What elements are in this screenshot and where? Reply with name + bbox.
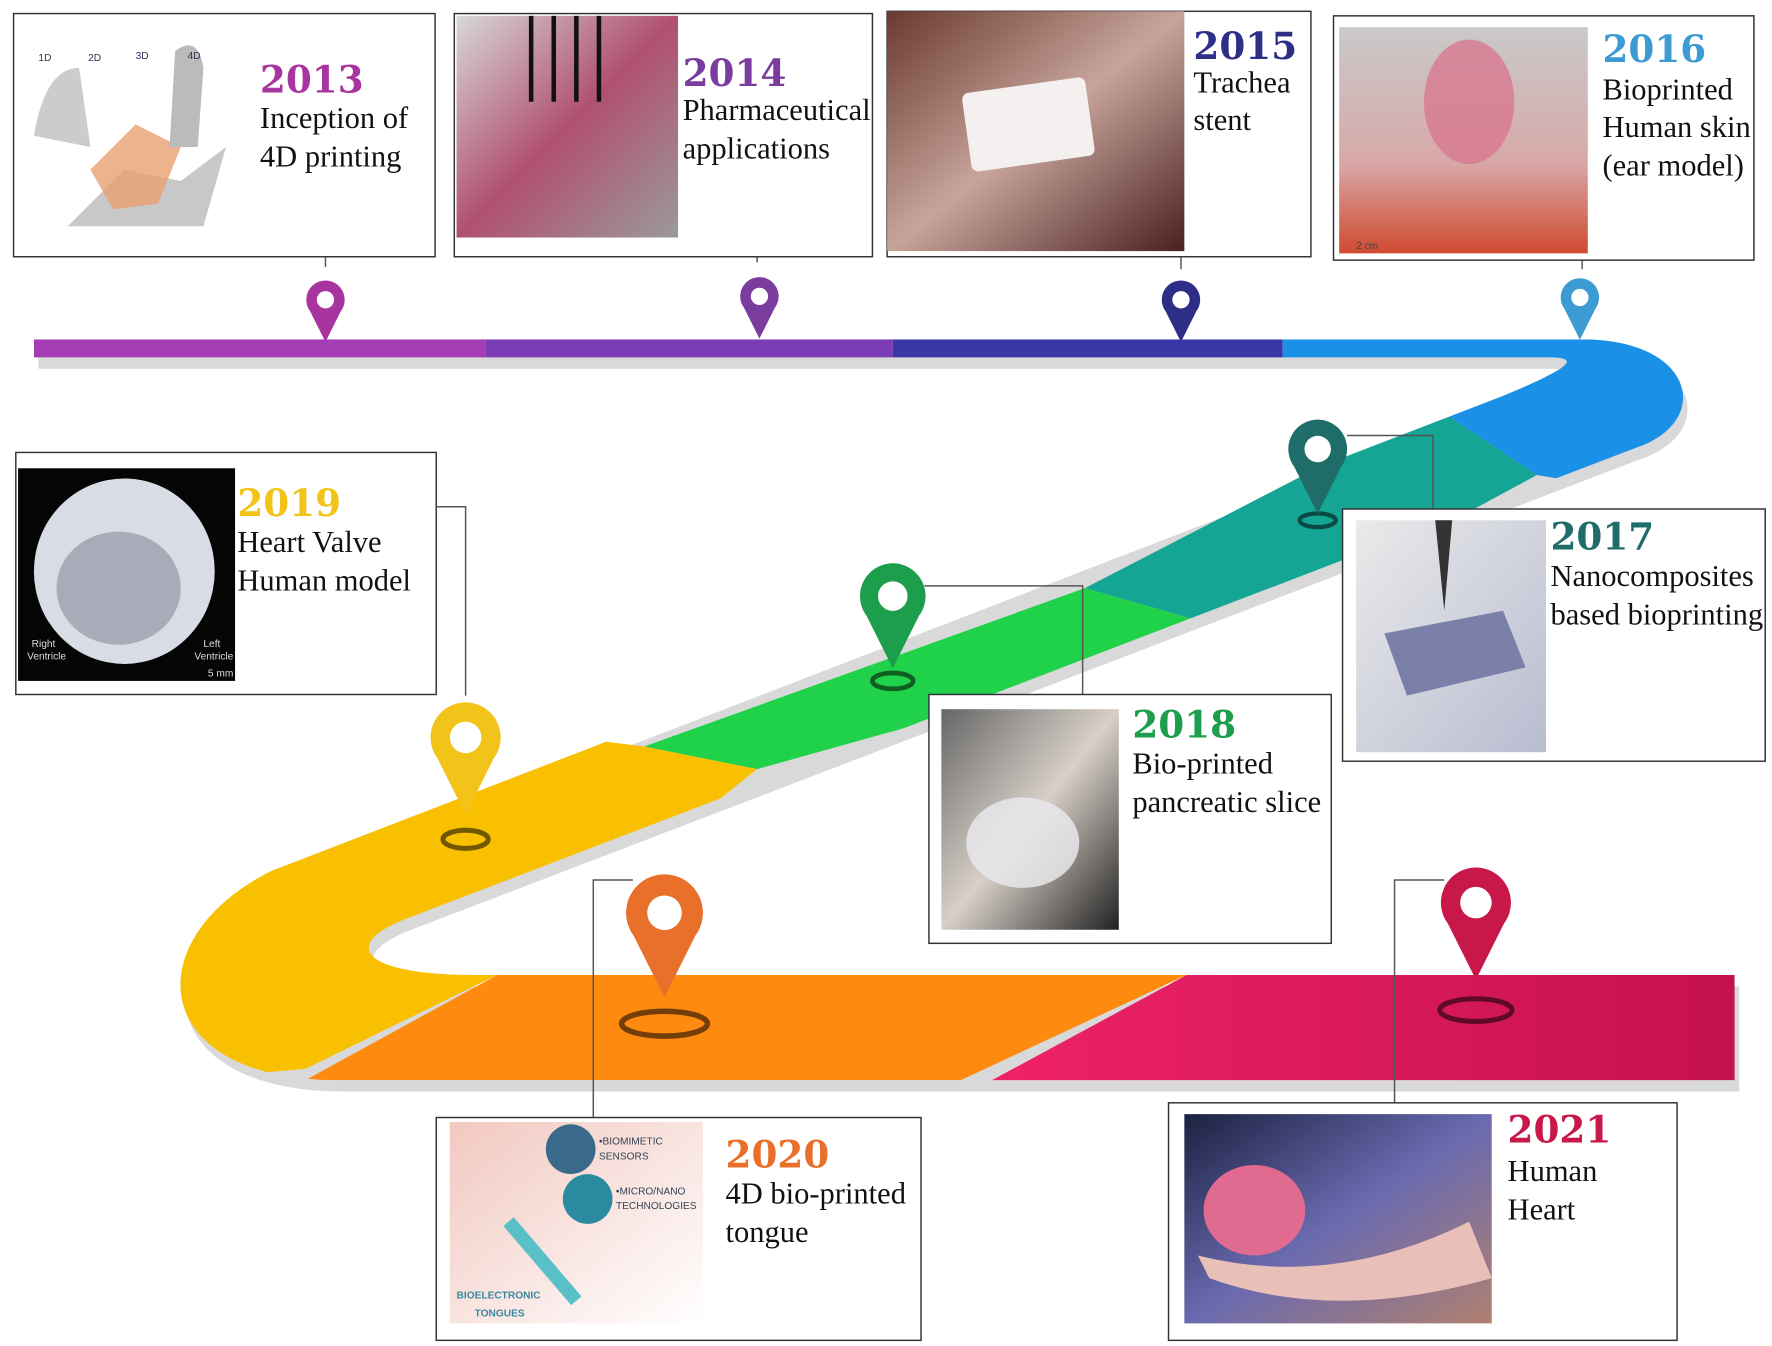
pin-ring — [870, 670, 916, 692]
4d-printing-illustration: 1D 2D 3D 4D — [22, 28, 238, 244]
pin-body — [860, 563, 926, 669]
pin-ring — [440, 827, 491, 851]
svg-text:Left: Left — [203, 639, 220, 650]
description: Heart Valve — [237, 525, 381, 559]
pin-body — [1161, 280, 1201, 343]
milestone-2021: 2021 Human Heart — [1167, 1102, 1678, 1342]
description: Trachea — [1193, 66, 1291, 100]
description: Human model — [237, 563, 411, 597]
location-pin-icon-2016 — [1560, 278, 1600, 340]
description: applications — [683, 131, 830, 165]
heart-valve-photo: Right Ventricle Left Ventricle 5 mm — [18, 468, 236, 681]
pin-hole — [1460, 886, 1492, 919]
svg-text:SENSORS: SENSORS — [599, 1151, 649, 1162]
pin-hole — [878, 581, 908, 611]
year-label: 2017 — [1551, 515, 1655, 559]
description: 4D bio-printed — [726, 1176, 906, 1210]
description: Bioprinted — [1602, 73, 1732, 107]
milestone-2019: Right Ventricle Left Ventricle 5 mm 2019… — [15, 451, 437, 696]
year-label: 2019 — [237, 481, 341, 525]
svg-text:Right: Right — [32, 639, 56, 650]
location-pin-icon-2014 — [740, 277, 779, 339]
year-label: 2020 — [726, 1132, 830, 1176]
connectors — [324, 239, 1583, 1118]
svg-text:Ventricle: Ventricle — [194, 651, 233, 662]
milestone-2015: 2015 Trachea stent — [886, 10, 1312, 258]
pin-body — [740, 277, 779, 339]
description: tongue — [726, 1215, 809, 1249]
svg-text:TONGUES: TONGUES — [475, 1309, 525, 1320]
description: Human — [1508, 1154, 1598, 1188]
description: Heart — [1508, 1192, 1576, 1226]
pin-hole — [449, 721, 482, 754]
pin-body — [1288, 419, 1348, 514]
milestone-2018: 2018 Bio-printed pancreatic slice — [928, 693, 1332, 945]
location-pin-icon-2015 — [1161, 280, 1201, 343]
svg-text:5 mm: 5 mm — [208, 668, 233, 679]
location-pin-icon-2013 — [306, 280, 345, 343]
year-label: 2016 — [1602, 27, 1706, 71]
pin-hole — [1571, 288, 1589, 307]
milestone-2020: •BIOMIMETIC SENSORS •MICRO/NANO TECHNOLO… — [435, 1116, 922, 1342]
description: Human skin — [1602, 110, 1750, 144]
description: Nanocomposites — [1551, 559, 1754, 593]
svg-text:Ventricle: Ventricle — [27, 651, 66, 662]
description: based bioprinting — [1551, 597, 1764, 631]
description: Pharmaceutical — [683, 93, 871, 127]
svg-text:2D: 2D — [88, 53, 101, 64]
milestone-2014: 2014 Pharmaceutical applications — [453, 12, 874, 258]
pin-hole — [750, 287, 769, 305]
description: stent — [1193, 103, 1251, 137]
location-pin-icon-2019 — [430, 702, 501, 851]
location-pin-icon-2018 — [860, 563, 926, 692]
svg-text:2 cm: 2 cm — [1356, 241, 1378, 252]
milestone-2017: 2017 Nanocomposites based bioprinting — [1341, 508, 1766, 762]
svg-text:1D: 1D — [38, 53, 51, 64]
year-label: 2015 — [1193, 24, 1297, 68]
pin-body — [626, 874, 703, 998]
pin-hole — [316, 291, 335, 309]
description: (ear model) — [1602, 148, 1743, 182]
pin-hole — [1172, 291, 1190, 309]
svg-text:TECHNOLOGIES: TECHNOLOGIES — [616, 1201, 697, 1212]
year-label: 2013 — [260, 58, 364, 102]
location-pin-icon-2020 — [618, 874, 711, 1039]
description: Inception of — [260, 101, 409, 135]
pin-ring — [618, 1008, 711, 1039]
location-pin-icon-2017 — [1288, 419, 1348, 530]
pin-hole — [647, 895, 682, 931]
description: Bio-printed — [1132, 747, 1273, 781]
description: 4D printing — [260, 139, 402, 173]
year-label: 2014 — [683, 51, 787, 95]
year-label: 2018 — [1132, 702, 1236, 746]
location-pin-icon-2021 — [1437, 867, 1515, 1024]
pin-body — [1560, 278, 1600, 340]
pin-body — [430, 702, 501, 815]
milestone-2016: 2 cm 2016 Bioprinted Human skin (ear mod… — [1332, 15, 1755, 261]
svg-text:BIOELECTRONIC: BIOELECTRONIC — [457, 1290, 542, 1301]
pharmaceutical-photo — [456, 15, 679, 238]
svg-text:•BIOMIMETIC: •BIOMIMETIC — [599, 1137, 663, 1148]
tongue-illustration: •BIOMIMETIC SENSORS •MICRO/NANO TECHNOLO… — [449, 1122, 703, 1324]
description: pancreatic slice — [1132, 785, 1321, 819]
svg-text:•MICRO/NANO: •MICRO/NANO — [616, 1186, 686, 1197]
pin-ring — [1437, 996, 1515, 1024]
pin-hole — [1304, 435, 1331, 463]
pin-body — [1440, 867, 1511, 980]
svg-text:3D: 3D — [136, 51, 149, 62]
svg-text:4D: 4D — [188, 51, 201, 62]
pin-body — [306, 280, 345, 343]
year-label: 2021 — [1508, 1107, 1612, 1151]
milestone-2013: 1D 2D 3D 4D 2013 Inception of 4D printin… — [12, 12, 436, 258]
